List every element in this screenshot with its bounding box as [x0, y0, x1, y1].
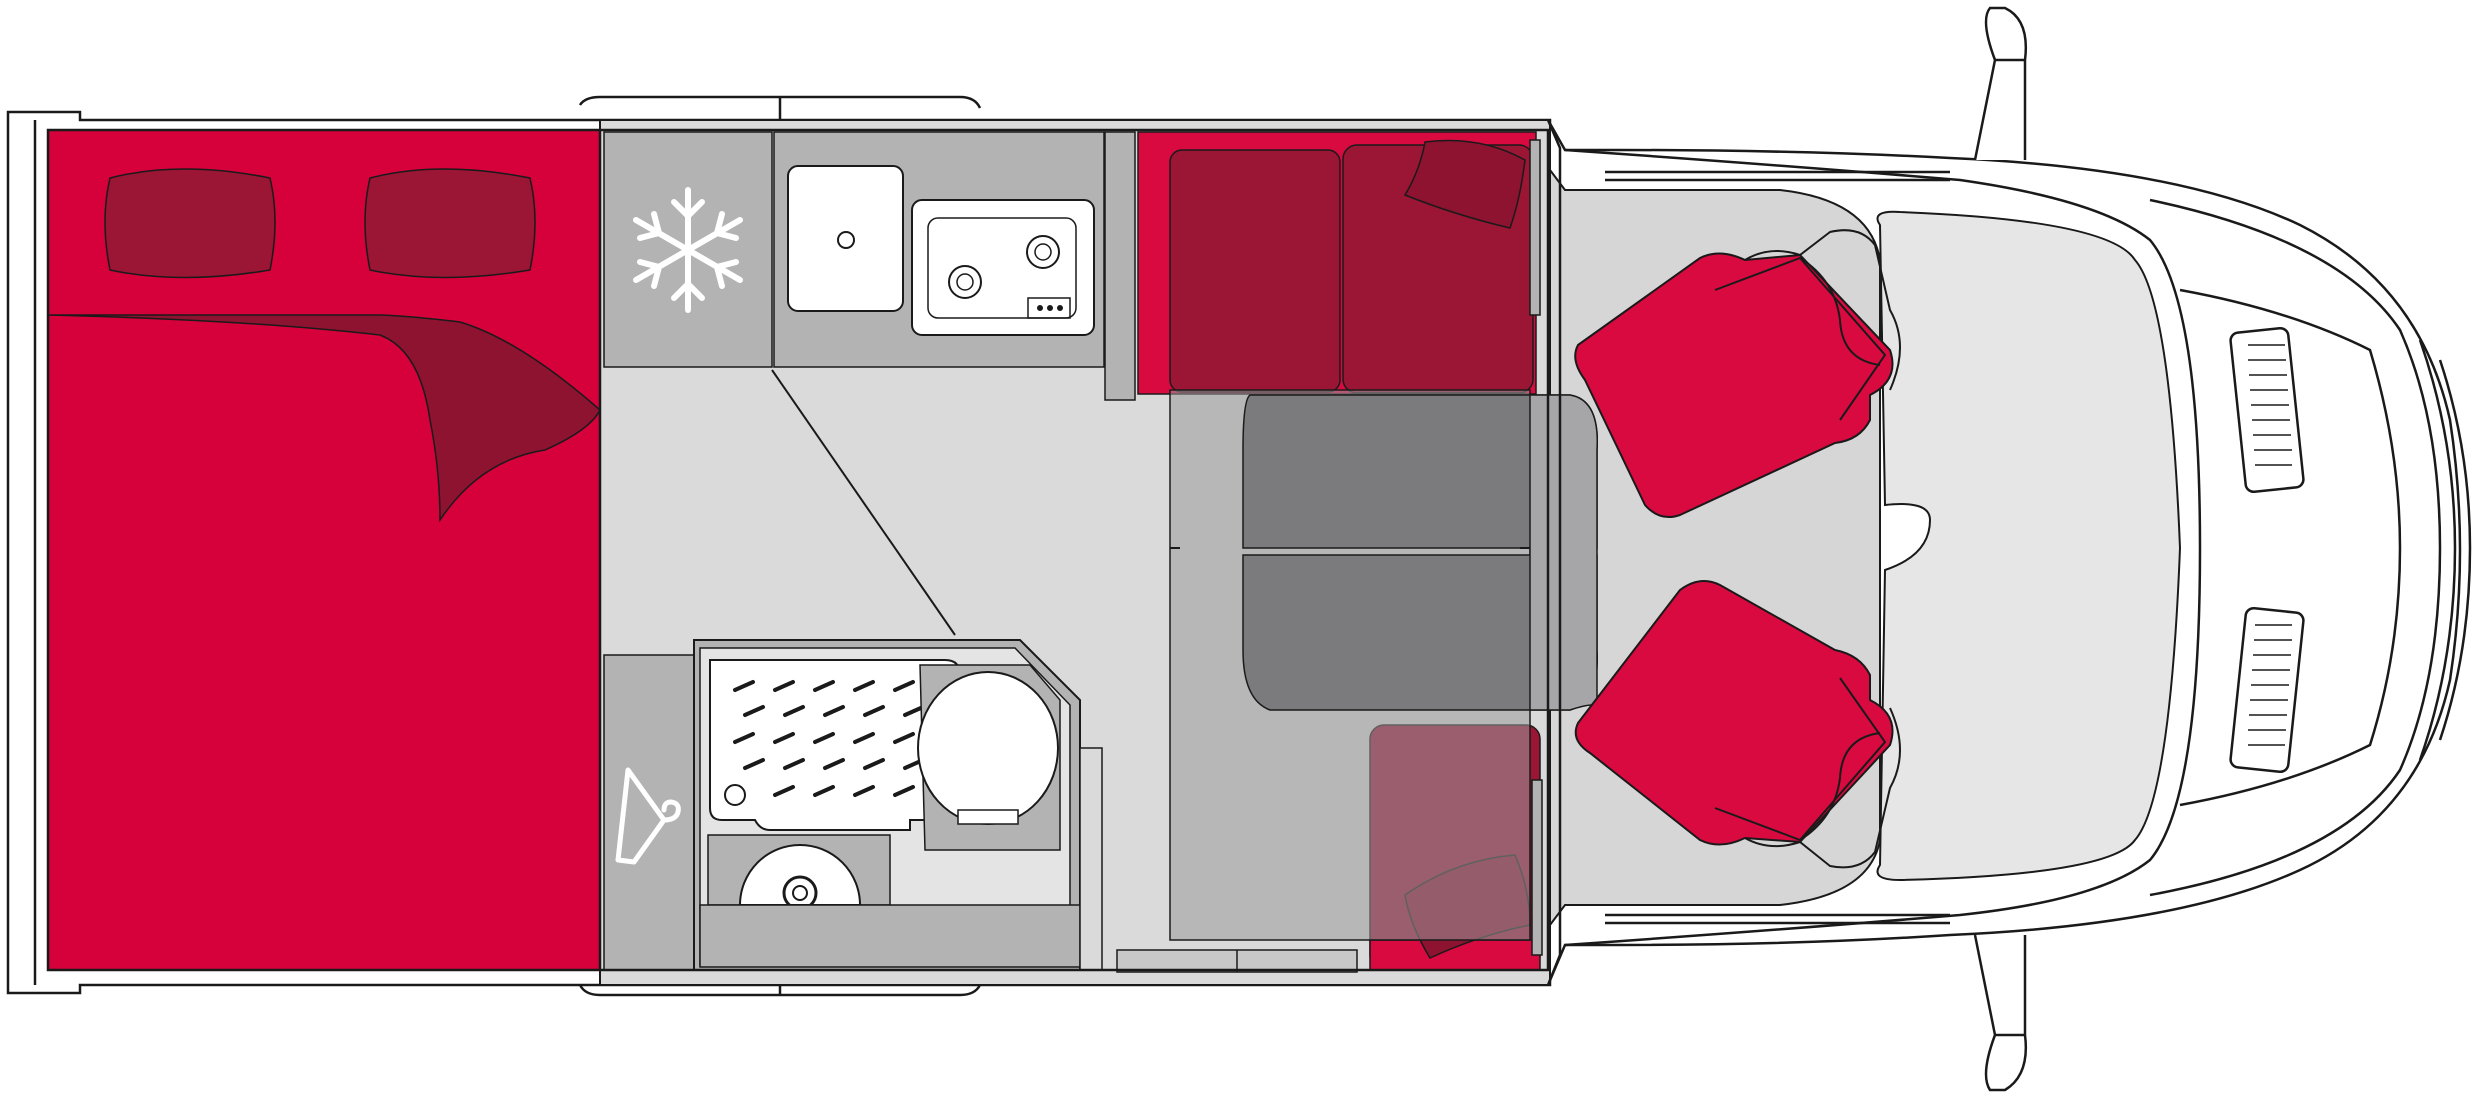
- sink-icon: [787, 165, 904, 312]
- hob-icon: [911, 199, 1095, 336]
- dashboard-console: [1876, 210, 2182, 882]
- wall-frame: [46, 119, 1562, 986]
- cushion-icon: [1403, 139, 1526, 229]
- snowflake-icon: [633, 187, 743, 313]
- passenger-seat: [1574, 580, 1901, 869]
- pillow-icon: [104, 168, 276, 279]
- kitchen-unit: [773, 131, 1136, 401]
- hanger-icon: [615, 767, 681, 865]
- entry-step: [1116, 949, 1358, 973]
- rear-bed: [47, 129, 601, 971]
- washbasin-icon: [699, 834, 1081, 968]
- toilet-icon: [917, 664, 1061, 851]
- fridge: [603, 131, 773, 368]
- pillow-icon: [364, 168, 536, 279]
- bathroom-door-swing: [771, 369, 956, 636]
- dining-table: [1169, 389, 1599, 941]
- bathroom: [693, 639, 1103, 971]
- wardrobe: [603, 654, 695, 971]
- dinette-bench-rear: [1137, 131, 1541, 395]
- bed-duvet-fold: [47, 314, 601, 523]
- driver-seat: [1574, 229, 1901, 518]
- shower-tray-icon: [709, 659, 961, 831]
